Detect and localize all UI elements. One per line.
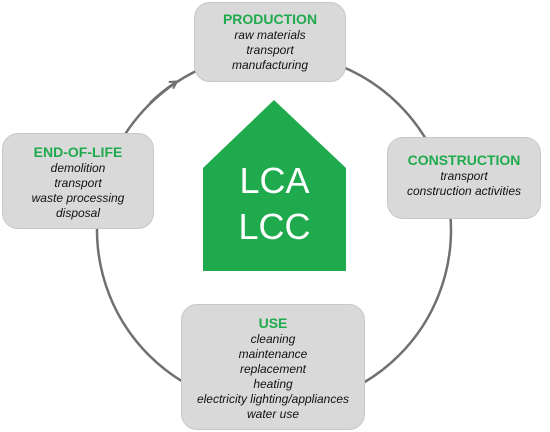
stage-item: raw materials: [234, 28, 306, 42]
stage-item: waste processing: [31, 191, 125, 205]
stage-construction: CONSTRUCTION transport construction acti…: [387, 137, 541, 219]
stage-item: demolition: [50, 161, 106, 175]
stage-item: transport: [54, 176, 102, 190]
stage-item: electricity lighting/appliances: [196, 392, 350, 406]
stage-item: cleaning: [250, 332, 296, 346]
stage-item: transport: [440, 169, 488, 183]
stage-title: USE: [258, 315, 288, 331]
stage-item: manufacturing: [231, 58, 309, 72]
stage-item: construction activities: [406, 184, 522, 198]
stage-end-of-life: END-OF-LIFE demolition transport waste p…: [2, 133, 154, 229]
stage-use: USE cleaning maintenance replacement hea…: [181, 304, 365, 430]
stage-title: PRODUCTION: [222, 11, 318, 27]
house-shape: [203, 100, 346, 271]
house-label-lcc: LCC: [238, 206, 311, 247]
stage-item: disposal: [55, 206, 101, 220]
stage-item: heating: [253, 377, 293, 391]
cycle-arrow: [149, 82, 176, 104]
stage-production: PRODUCTION raw materials transport manuf…: [194, 2, 346, 82]
stage-item: maintenance: [238, 347, 308, 361]
stage-item: transport: [246, 43, 294, 57]
stage-item: replacement: [239, 362, 307, 376]
house-label: LCA LCC: [203, 158, 346, 250]
stage-title: CONSTRUCTION: [407, 152, 521, 168]
house-label-lca: LCA: [239, 160, 310, 201]
stage-item: water use: [246, 407, 300, 421]
stage-title: END-OF-LIFE: [33, 144, 123, 160]
